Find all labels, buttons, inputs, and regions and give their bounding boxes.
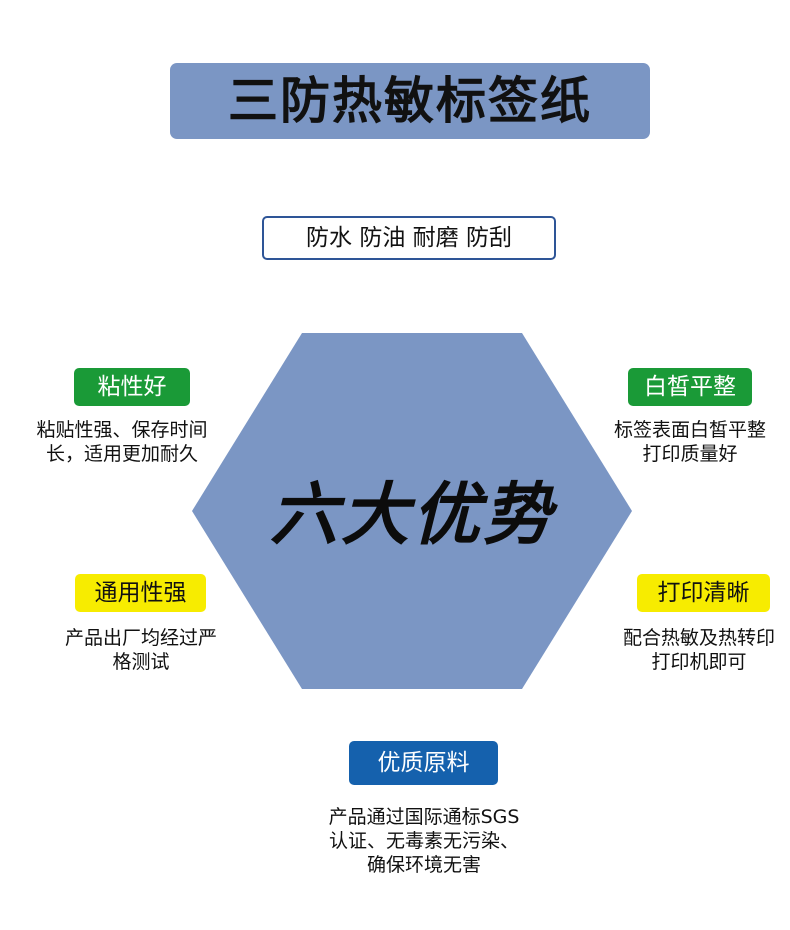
- badge-adhesion-label: 粘性好: [97, 373, 167, 400]
- badge-material: 优质原料: [349, 741, 498, 785]
- badge-smooth: 白皙平整: [628, 368, 752, 406]
- desc-smooth-line-1: 标签表面白皙平整: [613, 419, 766, 441]
- hexagon-shape: [192, 333, 632, 689]
- badge-versatility: 通用性强: [75, 574, 206, 612]
- desc-material: 产品通过国际通标SGS 认证、无毒素无污染、 确保环境无害: [298, 805, 550, 877]
- badge-material-label: 优质原料: [377, 749, 470, 776]
- desc-material-line-2: 认证、无毒素无污染、: [328, 830, 519, 852]
- desc-material-line-3: 确保环境无害: [366, 854, 481, 876]
- title-banner: 三防热敏标签纸: [170, 63, 650, 139]
- features-text: 防水 防油 耐磨 防刮: [306, 224, 512, 251]
- badge-smooth-label: 白皙平整: [644, 373, 736, 400]
- center-title: 六大优势: [269, 475, 554, 555]
- desc-clarity-line-2: 打印机即可: [651, 651, 747, 673]
- desc-smooth: 标签表面白皙平整 打印质量好: [596, 418, 784, 466]
- desc-material-line-1: 产品通过国际通标SGS: [328, 806, 520, 828]
- desc-adhesion-line-2: 长，适用更加耐久: [45, 443, 198, 465]
- badge-clarity: 打印清晰: [637, 574, 770, 612]
- desc-clarity: 配合热敏及热转印 打印机即可: [610, 626, 788, 674]
- desc-adhesion: 粘贴性强、保存时间 长，适用更加耐久: [10, 418, 234, 466]
- desc-versatility-line-2: 格测试: [112, 651, 170, 673]
- badge-clarity-label: 打印清晰: [657, 579, 750, 606]
- desc-adhesion-line-1: 粘贴性强、保存时间: [36, 419, 208, 441]
- badge-adhesion: 粘性好: [74, 368, 190, 406]
- center-hexagon: [192, 333, 632, 689]
- page-title: 三防热敏标签纸: [228, 72, 592, 130]
- desc-clarity-line-1: 配合热敏及热转印: [622, 627, 775, 649]
- desc-versatility-line-1: 产品出厂均经过严: [64, 627, 217, 649]
- badge-versatility-label: 通用性强: [94, 579, 187, 606]
- desc-versatility: 产品出厂均经过严 格测试: [44, 626, 238, 674]
- features-box: 防水 防油 耐磨 防刮: [262, 216, 556, 260]
- desc-smooth-line-2: 打印质量好: [642, 443, 738, 465]
